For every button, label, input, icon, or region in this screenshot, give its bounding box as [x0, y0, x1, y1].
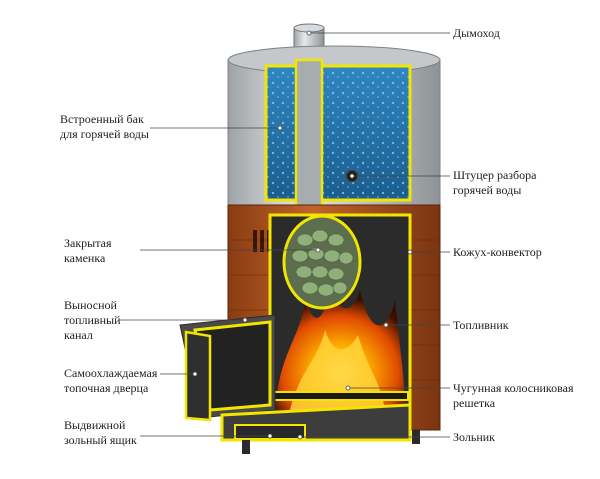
leader-door-dot	[192, 371, 198, 377]
label-ash-drawer: Выдвижной зольный ящик	[64, 418, 137, 448]
leader-fuel-channel-dot	[242, 317, 248, 323]
leader-fitting-dot	[349, 173, 355, 179]
leader-lines	[120, 30, 450, 440]
ash-drawer	[234, 424, 306, 440]
label-fuel-channel-line3: канал	[64, 328, 93, 342]
label-fuel-channel-line1: Выносной	[64, 298, 117, 312]
label-firebox: Топливник	[453, 318, 509, 333]
label-casing: Кожух-конвектор	[453, 245, 542, 260]
label-ash-pit: Зольник	[453, 430, 495, 445]
leader-grate-dot	[345, 385, 351, 391]
label-door: Самоохлаждаемая топочная дверца	[64, 366, 157, 396]
label-tank: Встроенный бак для горячей воды	[60, 112, 149, 142]
label-casing-line1: Кожух-конвектор	[453, 245, 542, 259]
label-heater: Закрытая каменка	[64, 236, 111, 266]
label-door-line2: топочная дверца	[64, 381, 149, 395]
leader-ash-pit-dot	[297, 434, 303, 440]
label-fitting: Штуцер разбора горячей воды	[453, 168, 536, 198]
leader-chimney-dot	[306, 30, 312, 36]
water-tank-water	[264, 64, 412, 202]
label-chimney: Дымоход	[453, 26, 500, 41]
label-tank-line2: для горячей воды	[60, 127, 149, 141]
label-ash-drawer-line2: зольный ящик	[64, 433, 137, 447]
label-chimney-line1: Дымоход	[453, 26, 500, 40]
label-door-line1: Самоохлаждаемая	[64, 366, 158, 380]
closed-heater-stones	[282, 214, 362, 310]
label-heater-line1: Закрытая	[64, 236, 112, 250]
leader-tank-dot	[277, 125, 283, 131]
leader-firebox-dot	[383, 322, 389, 328]
label-fitting-line2: горячей воды	[453, 183, 522, 197]
label-ash-pit-line1: Зольник	[453, 430, 495, 444]
label-tank-line1: Встроенный бак	[60, 112, 144, 126]
leader-heater-dot	[315, 247, 321, 253]
leader-ash-drawer-dot	[267, 433, 273, 439]
leader-casing-dot	[407, 249, 413, 255]
label-fitting-line1: Штуцер разбора	[453, 168, 537, 182]
label-grate-line2: решетка	[453, 396, 496, 410]
label-fuel-channel: Выносной топливный канал	[64, 298, 121, 343]
inner-flue-pipe	[294, 58, 324, 212]
label-heater-line2: каменка	[64, 251, 106, 265]
label-grate-line1: Чугунная колосниковая	[453, 381, 574, 395]
cast-iron-grate	[271, 391, 409, 401]
label-firebox-line1: Топливник	[453, 318, 509, 332]
firebox-door	[184, 330, 212, 422]
label-ash-drawer-line1: Выдвижной	[64, 418, 126, 432]
label-fuel-channel-line2: топливный	[64, 313, 121, 327]
label-grate: Чугунная колосниковая решетка	[453, 381, 574, 411]
